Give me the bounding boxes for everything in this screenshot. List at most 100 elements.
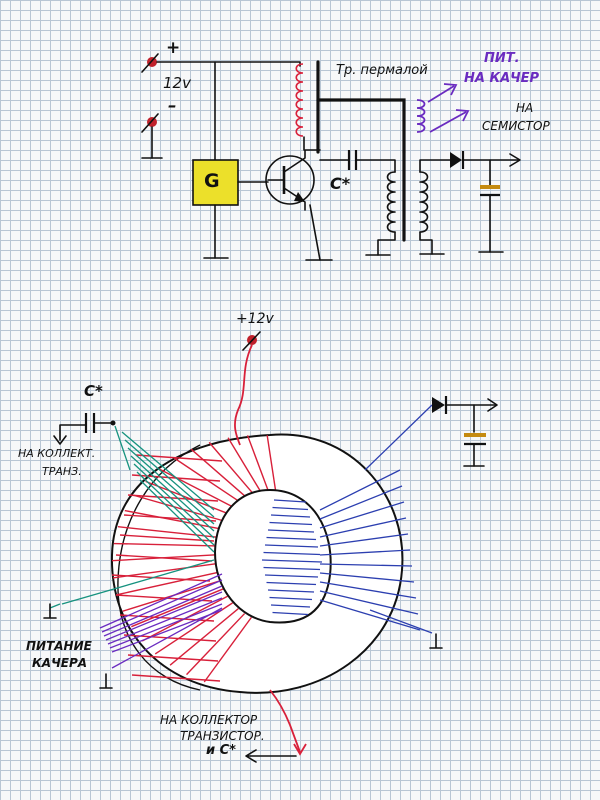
winding-wire bbox=[319, 501, 405, 529]
collector-lead-arrow bbox=[293, 743, 307, 756]
winding-wire bbox=[263, 566, 321, 571]
kacher-output-arrow bbox=[443, 83, 458, 96]
secondary-ground-wire bbox=[419, 231, 433, 255]
diode-triangle bbox=[432, 397, 445, 413]
secondary-coil bbox=[419, 171, 429, 233]
kacher-output-lead bbox=[429, 111, 467, 133]
positive-rail bbox=[156, 61, 301, 67]
kacher-label-2: КАЧЕРА bbox=[32, 656, 88, 670]
filter-capacitor-plate bbox=[480, 185, 500, 189]
winding-wire bbox=[124, 509, 222, 530]
minus-label: – bbox=[168, 96, 177, 116]
winding-wire bbox=[61, 559, 215, 605]
winding-wire bbox=[133, 463, 215, 539]
capacitor-left-wire bbox=[59, 424, 86, 441]
winding-wire bbox=[131, 588, 224, 628]
ground-symbol bbox=[43, 603, 57, 619]
kacher-leads bbox=[99, 573, 223, 669]
transistor bbox=[265, 155, 315, 205]
secondary-winding-band bbox=[261, 499, 323, 616]
winding-wire bbox=[111, 607, 223, 669]
collector-leads bbox=[49, 425, 215, 609]
winding-wire bbox=[115, 554, 213, 562]
ground-symbol bbox=[429, 633, 443, 649]
plus-label: + bbox=[166, 38, 181, 58]
winding-wire bbox=[319, 533, 409, 547]
bottom-label-3: и C* bbox=[206, 743, 236, 758]
kacher-output-lead bbox=[427, 85, 455, 103]
winding-wire bbox=[264, 544, 319, 548]
kacher-power-label-2: НА КАЧЕР bbox=[464, 71, 540, 86]
capacitor-node bbox=[110, 420, 116, 426]
winding-wire bbox=[261, 559, 323, 563]
winding-wire bbox=[319, 469, 401, 511]
winding-wire bbox=[319, 485, 403, 520]
winding-wire bbox=[319, 581, 417, 599]
winding-wire bbox=[121, 431, 215, 511]
winding-wire bbox=[119, 614, 215, 622]
transformer-label: Тр. пермалой bbox=[336, 63, 428, 78]
winding-wire bbox=[117, 526, 219, 538]
winding-wire bbox=[319, 563, 413, 567]
primary-coil bbox=[295, 63, 304, 137]
winding-wire bbox=[127, 654, 219, 662]
winding-wire bbox=[136, 471, 215, 546]
collector-label-2: ТРАНЗ. bbox=[42, 465, 82, 478]
kacher-output-arrow bbox=[455, 109, 470, 122]
winding-wire bbox=[131, 674, 221, 682]
cap-to-coil-wire bbox=[355, 159, 396, 173]
emitter-ground-wire bbox=[309, 204, 321, 261]
toroid-outer-edge bbox=[117, 444, 201, 691]
filter-capacitor-plate bbox=[464, 433, 486, 437]
winding-wire bbox=[227, 437, 262, 492]
winding-wire bbox=[319, 599, 421, 631]
winding-wire bbox=[270, 514, 311, 518]
winding-wire bbox=[119, 534, 215, 542]
emitter-arrow bbox=[294, 192, 305, 202]
winding-wire bbox=[369, 609, 433, 634]
ground-symbol bbox=[99, 673, 113, 689]
winding-wire bbox=[99, 573, 223, 629]
capacitor-label: C* bbox=[330, 174, 351, 193]
schematic bbox=[141, 53, 521, 261]
winding-wire bbox=[273, 499, 307, 503]
voltage-label: 12v bbox=[163, 74, 191, 92]
winding-wire bbox=[124, 439, 215, 518]
winding-wire bbox=[113, 542, 217, 547]
supply-lead bbox=[234, 344, 253, 446]
winding-wire bbox=[109, 603, 223, 649]
winding-wire bbox=[269, 596, 313, 601]
kacher-label-1: ПИТАНИЕ bbox=[26, 639, 92, 653]
winding-wire bbox=[208, 441, 254, 495]
secondary-to-diode-wire bbox=[419, 159, 451, 173]
transistor-collector bbox=[283, 149, 321, 173]
winding-wire bbox=[130, 455, 215, 532]
winding-wire bbox=[272, 506, 309, 511]
winding-wire bbox=[364, 404, 433, 471]
winding-wire bbox=[266, 435, 277, 491]
semistor-label-1: НА bbox=[516, 101, 534, 115]
winding-wire bbox=[114, 425, 131, 471]
winding-wire bbox=[267, 589, 315, 593]
generator-label: G bbox=[204, 170, 220, 192]
winding-wire bbox=[264, 574, 319, 578]
diode-output-arrow bbox=[487, 398, 498, 412]
semistor-label-2: СЕМИСТОР bbox=[482, 119, 550, 133]
winding-wire bbox=[115, 594, 213, 602]
winding-wire bbox=[266, 581, 317, 586]
winding-wire bbox=[319, 572, 415, 583]
transformer-core-bridge bbox=[316, 98, 406, 154]
kacher-power-label-1: ПИТ. bbox=[484, 51, 520, 66]
kacher-output-coil bbox=[416, 99, 426, 133]
collector-pointer-arrow bbox=[245, 749, 297, 763]
winding-wire bbox=[49, 603, 61, 609]
kacher-drive-coil bbox=[386, 171, 396, 233]
winding-wire bbox=[203, 616, 252, 683]
winding-wire bbox=[319, 549, 411, 556]
winding-wire bbox=[190, 448, 247, 498]
winding-wire bbox=[111, 609, 223, 653]
winding-wire bbox=[101, 579, 223, 633]
winding-wire bbox=[319, 590, 419, 615]
